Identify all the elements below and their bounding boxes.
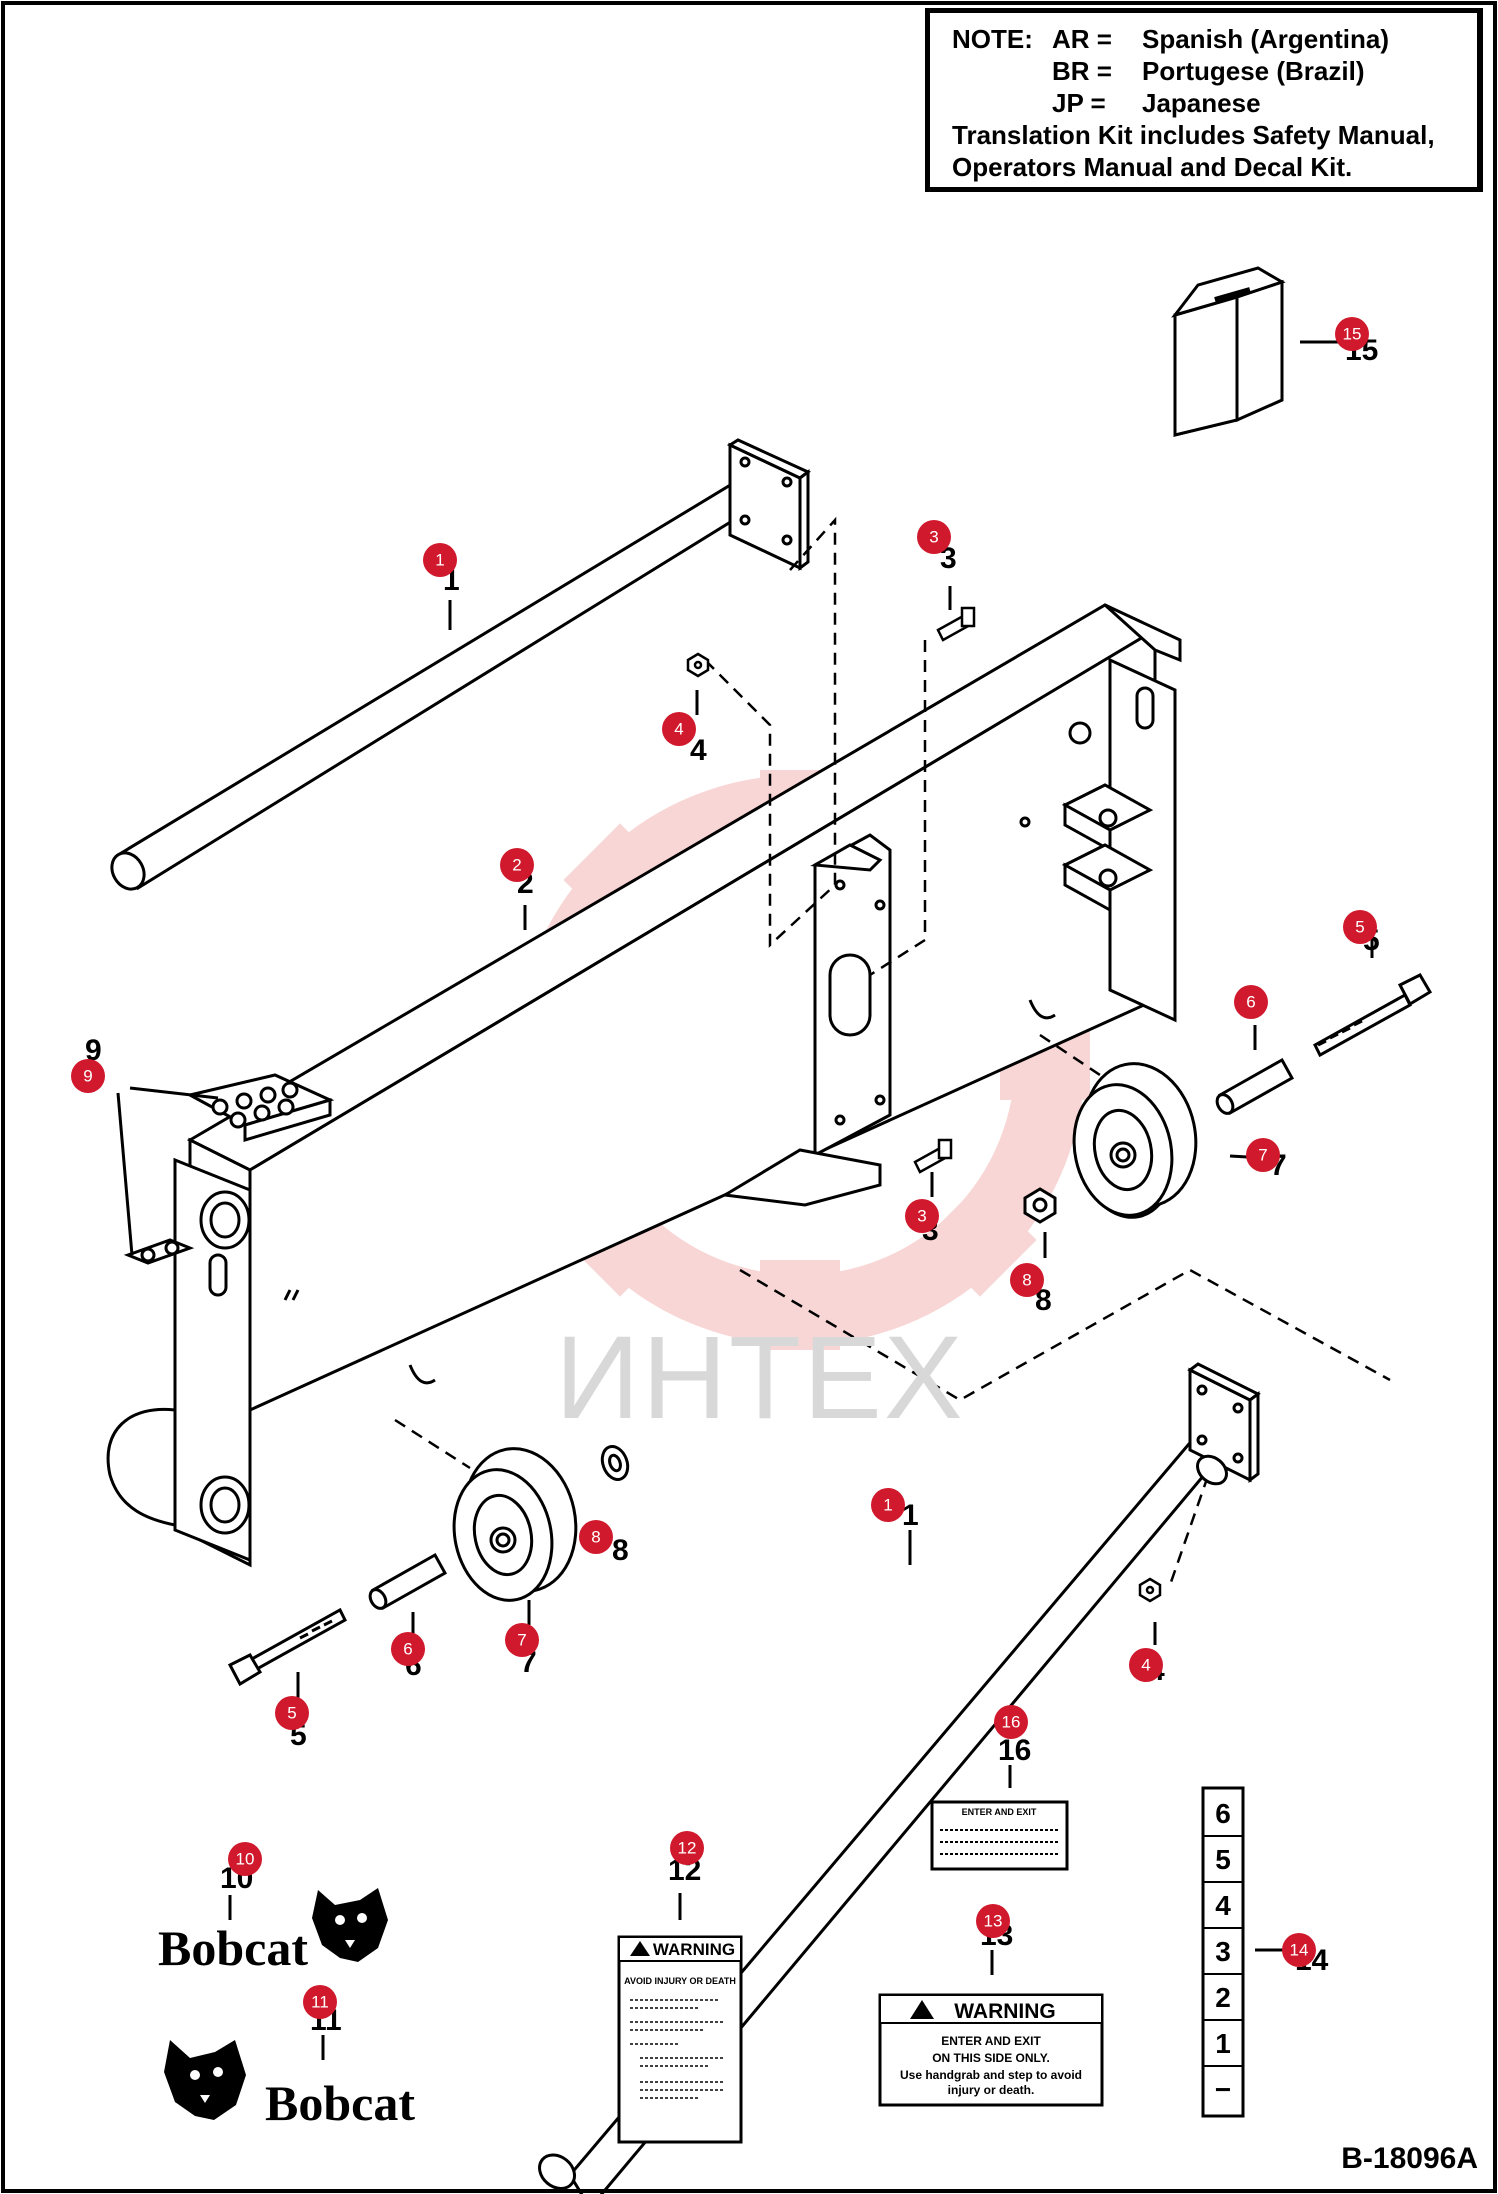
svg-text:ON THIS SIDE ONLY.: ON THIS SIDE ONLY.: [932, 2051, 1050, 2065]
marker-16[interactable]: 16: [994, 1705, 1028, 1739]
svg-text:3: 3: [929, 528, 938, 547]
svg-text:injury or death.: injury or death.: [948, 2083, 1035, 2097]
svg-text:8: 8: [591, 1528, 600, 1547]
svg-text:WARNING: WARNING: [653, 1940, 735, 1959]
svg-text:Bobcat: Bobcat: [265, 2075, 415, 2131]
svg-text:4: 4: [1215, 1890, 1231, 1921]
svg-text:AVOID INJURY OR DEATH: AVOID INJURY OR DEATH: [624, 1976, 736, 1986]
translation-note-box: NOTE:AR =Spanish (Argentina) BR =Portuge…: [925, 8, 1483, 192]
step-scale-decal: 6 5 4 3 2 1 −: [1201, 1786, 1245, 2118]
svg-text:2: 2: [512, 856, 521, 875]
svg-text:10: 10: [236, 1850, 255, 1869]
svg-text:12: 12: [678, 1839, 697, 1858]
note-line-jp: JP =Japanese: [1052, 88, 1261, 118]
watermark-text: ИНТЕХ: [555, 1312, 965, 1444]
svg-text:−: −: [1215, 2074, 1231, 2105]
marker-9[interactable]: 9: [71, 1059, 105, 1093]
bobcat-logo-decal-11: Bobcat: [164, 2040, 415, 2131]
svg-text:8: 8: [1022, 1271, 1031, 1290]
manual-kit-box: [1171, 266, 1286, 437]
large-warning-decal: WARNING ENTER AND EXIT ON THIS SIDE ONLY…: [878, 1993, 1104, 2107]
mounting-frame: [106, 603, 1182, 1568]
svg-text:6: 6: [1215, 1798, 1231, 1829]
svg-text:8: 8: [612, 1534, 629, 1567]
assembly-guide-lines: [394, 516, 1391, 1586]
svg-text:7: 7: [517, 1631, 526, 1650]
svg-text:2: 2: [1215, 1982, 1231, 2013]
bobcat-logo-decal-10: Bobcat: [158, 1888, 388, 1976]
svg-text:11: 11: [311, 1993, 329, 2012]
svg-text:WARNING: WARNING: [954, 2000, 1056, 2023]
svg-text:7: 7: [1258, 1146, 1267, 1165]
svg-text:ENTER AND EXIT: ENTER AND EXIT: [962, 1807, 1037, 1817]
svg-text:5: 5: [1355, 918, 1364, 937]
svg-text:16: 16: [1002, 1713, 1021, 1732]
svg-text:1: 1: [902, 1499, 919, 1532]
svg-text:Bobcat: Bobcat: [158, 1920, 308, 1976]
svg-text:4: 4: [1141, 1656, 1150, 1675]
small-warning-decal: WARNING AVOID INJURY OR DEATH: [617, 1935, 743, 2144]
marker-6a[interactable]: 6: [1234, 985, 1268, 1019]
svg-text:3: 3: [917, 1207, 926, 1226]
left-roller-assembly: [227, 1445, 630, 1687]
note-line-ar: NOTE:AR =Spanish (Argentina): [952, 24, 1390, 54]
svg-text:16: 16: [998, 1734, 1031, 1767]
marker-1a[interactable]: 1: [423, 543, 457, 577]
leader-lines: [116, 340, 1374, 2060]
svg-text:8: 8: [1035, 1284, 1052, 1317]
svg-text:1: 1: [883, 1496, 892, 1515]
right-roller-assembly: [1023, 973, 1433, 1224]
marker-5b[interactable]: 5: [275, 1696, 309, 1730]
note-kit-line-2: Operators Manual and Decal Kit.: [952, 152, 1353, 182]
marker-3a[interactable]: 3: [917, 520, 951, 554]
marker-5a[interactable]: 5: [1343, 910, 1377, 944]
svg-text:9: 9: [85, 1034, 102, 1067]
svg-text:4: 4: [674, 720, 683, 739]
marker-13[interactable]: 13: [976, 1904, 1010, 1938]
marker-3b[interactable]: 3: [905, 1199, 939, 1233]
marker-4a[interactable]: 4: [662, 712, 696, 746]
marker-4b[interactable]: 4: [1129, 1648, 1163, 1682]
svg-text:6: 6: [1246, 993, 1255, 1012]
note-line-br: BR =Portugese (Brazil): [1052, 56, 1365, 86]
svg-text:5: 5: [1215, 1844, 1231, 1875]
svg-text:6: 6: [403, 1640, 412, 1659]
marker-10[interactable]: 10: [228, 1842, 262, 1876]
marker-7a[interactable]: 7: [1246, 1138, 1280, 1172]
svg-text:1: 1: [1215, 2028, 1231, 2059]
svg-text:9: 9: [83, 1067, 92, 1086]
svg-text:ENTER AND EXIT: ENTER AND EXIT: [941, 2034, 1041, 2048]
marker-1b[interactable]: 1: [871, 1488, 905, 1522]
marker-7b[interactable]: 7: [505, 1623, 539, 1657]
svg-text:5: 5: [287, 1704, 296, 1723]
svg-text:13: 13: [984, 1912, 1003, 1931]
marker-6b[interactable]: 6: [391, 1632, 425, 1666]
bolt-part-3: [913, 606, 976, 1174]
note-title: NOTE:: [952, 24, 1033, 54]
nut-part-4: [686, 652, 1162, 1603]
svg-text:14: 14: [1290, 1941, 1309, 1960]
upper-rod: [110, 438, 811, 891]
svg-text:1: 1: [435, 551, 444, 570]
bobcat-head-icon: [164, 2040, 246, 2120]
svg-text:4: 4: [690, 734, 707, 767]
svg-text:15: 15: [1343, 325, 1362, 344]
bobcat-head-icon: [312, 1888, 388, 1962]
svg-text:Use handgrab and step to avoid: Use handgrab and step to avoid: [900, 2068, 1082, 2082]
note-kit-line-1: Translation Kit includes Safety Manual,: [952, 120, 1435, 150]
entry-decal: ENTER AND EXIT: [930, 1800, 1069, 1871]
marker-2[interactable]: 2: [500, 848, 534, 882]
marker-14[interactable]: 14: [1282, 1933, 1316, 1967]
marker-15[interactable]: 15: [1335, 317, 1369, 351]
marker-8b[interactable]: 8: [579, 1520, 613, 1554]
figure-number: B-18096A: [1341, 2142, 1478, 2175]
marker-12[interactable]: 12: [670, 1831, 704, 1865]
marker-11[interactable]: 11: [303, 1985, 337, 2019]
marker-8a[interactable]: 8: [1010, 1263, 1044, 1297]
svg-text:3: 3: [1215, 1936, 1231, 1967]
